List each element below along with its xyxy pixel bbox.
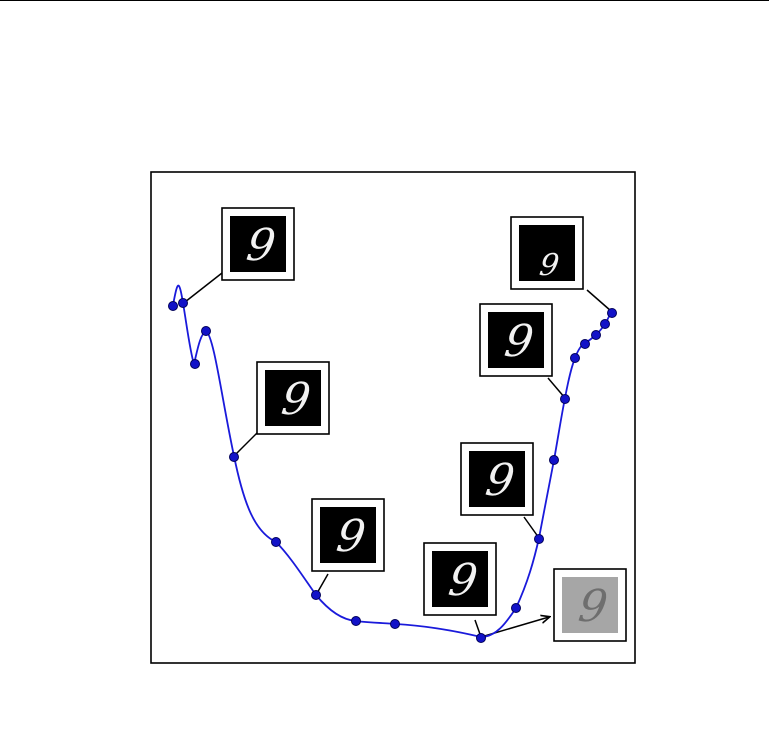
digit-thumbnail: 9 (460, 442, 534, 516)
trajectory-point (511, 603, 521, 613)
trajectory-point (607, 308, 617, 318)
connector-line (523, 516, 540, 539)
faded-digit-thumbnail: 9 (553, 568, 627, 642)
trajectory-point (570, 353, 580, 363)
trajectory-point (311, 590, 321, 600)
trajectory-point (168, 301, 178, 311)
trajectory-point (600, 319, 610, 329)
trajectory-point (580, 339, 590, 349)
thumbnail-image (432, 551, 488, 607)
trajectory-point (390, 619, 400, 629)
trajectory-point (190, 359, 200, 369)
connector-line (547, 377, 566, 399)
trajectory-point (591, 330, 601, 340)
digit-thumbnail: 9 (311, 498, 385, 572)
thumbnail-image (488, 312, 544, 368)
thumbnail-image (519, 225, 575, 281)
thumbnail-image (562, 577, 618, 633)
connector-line (233, 432, 258, 457)
trajectory-point (351, 616, 361, 626)
top-rule (0, 0, 769, 1)
connector-line (184, 272, 223, 303)
digit-thumbnail: 9 (221, 207, 295, 281)
trajectory-point (178, 298, 188, 308)
thumbnail-image (469, 451, 525, 507)
trajectory-point (229, 452, 239, 462)
trajectory-point (560, 394, 570, 404)
trajectory-point (271, 537, 281, 547)
thumbnail-image (265, 370, 321, 426)
digit-glyph: 9 (537, 248, 561, 283)
thumbnail-image (320, 507, 376, 563)
trajectory-point (534, 534, 544, 544)
connector-line (586, 289, 612, 312)
thumbnail-image (230, 216, 286, 272)
digit-thumbnail: 9 (510, 216, 584, 290)
trajectory-point (201, 326, 211, 336)
digit-thumbnail: 9 (256, 361, 330, 435)
trajectory-points (168, 298, 617, 643)
digit-thumbnail: 9 (479, 303, 553, 377)
trajectory-point (549, 455, 559, 465)
digit-thumbnail: 9 (423, 542, 497, 616)
trajectory-point (476, 633, 486, 643)
